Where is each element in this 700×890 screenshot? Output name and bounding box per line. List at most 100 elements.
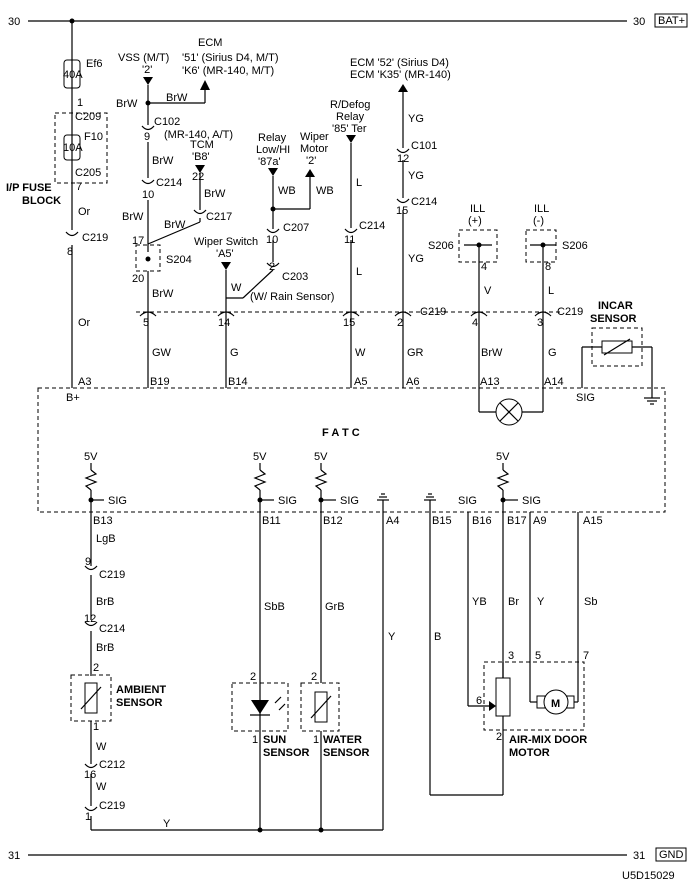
diagram-id: U5D15029 bbox=[622, 870, 675, 882]
water-box bbox=[300, 682, 340, 732]
pin-label: 2 bbox=[93, 662, 99, 674]
rail-31-left-label: 31 bbox=[8, 850, 20, 862]
connector-symbol bbox=[84, 565, 98, 571]
sig-label: SIG bbox=[278, 495, 297, 507]
fatc-pin: A5 bbox=[354, 376, 367, 388]
connector-label: C207 bbox=[283, 222, 309, 234]
rail-30-right-label: 30 bbox=[633, 16, 645, 28]
pin-label: 'A5' bbox=[216, 248, 234, 260]
connector-symbol bbox=[266, 262, 280, 268]
ecm52-label: ECM '52' (Sirius D4) bbox=[350, 57, 449, 69]
pin-label: 7 bbox=[76, 181, 82, 193]
pin-label: 20 bbox=[132, 273, 144, 285]
pin-label: 7 bbox=[583, 650, 589, 662]
wire-color: Br bbox=[508, 596, 519, 608]
wiper-motor-label: Wiper bbox=[300, 131, 329, 143]
f10-label: F10 bbox=[84, 131, 103, 143]
incar-label: INCAR bbox=[598, 300, 633, 312]
connector-label: C101 bbox=[411, 140, 437, 152]
connector-symbol bbox=[470, 311, 488, 317]
pin-label: 2 bbox=[311, 671, 317, 683]
airmix-section: YB Br Y Sb 3 5 7 6 2 M AIR-MIX DOOR MOTO… bbox=[467, 512, 597, 759]
wire-color: G bbox=[548, 347, 557, 359]
fatc-pin: B13 bbox=[93, 515, 113, 527]
pin-label: 16 bbox=[84, 769, 96, 781]
pin-label: '2' bbox=[306, 155, 316, 167]
sig-label: SIG bbox=[458, 495, 477, 507]
wire-color: YG bbox=[408, 113, 424, 125]
connector-c219-symbol bbox=[65, 231, 79, 237]
arrow-down-icon bbox=[268, 168, 278, 176]
ambient-column: LgB 9 C219 BrB 12 C214 BrB 2 AMBIENT SEN… bbox=[70, 512, 166, 830]
gnd-rail: 31 31 GND U5D15029 bbox=[8, 847, 687, 882]
wire-color: Y bbox=[537, 596, 545, 608]
pin-label: 8 bbox=[67, 246, 73, 258]
wire-color: Y bbox=[163, 818, 171, 830]
ecm-label: ECM bbox=[198, 37, 222, 49]
pin-label: 10 bbox=[142, 189, 154, 201]
connector-symbol bbox=[344, 228, 358, 234]
relay-label: Relay bbox=[258, 132, 287, 144]
connector-symbol bbox=[141, 125, 155, 131]
wiper-switch-label: Wiper Switch bbox=[194, 236, 258, 248]
ecm52-column: ECM '52' (Sirius D4) ECM 'K35' (MR-140) … bbox=[350, 57, 451, 388]
connector-symbol bbox=[193, 209, 207, 215]
arrow-down-icon bbox=[143, 77, 153, 85]
ef6-label: Ef6 bbox=[86, 58, 103, 70]
tcm-label: TCM bbox=[190, 139, 214, 151]
fatc-pin: B12 bbox=[323, 515, 343, 527]
wire-color: BrW bbox=[204, 188, 226, 200]
fatc-pin: B15 bbox=[432, 515, 452, 527]
fatc-pin: A4 bbox=[386, 515, 399, 527]
ill-section: ILL (+) S206 4 V ILL (-) S206 8 L bbox=[428, 203, 588, 388]
incar-sensor: INCAR SENSOR SIG bbox=[576, 300, 660, 405]
connector-symbol bbox=[141, 179, 155, 185]
fatc-pin: A13 bbox=[480, 376, 500, 388]
wiper-motor-label: Motor bbox=[300, 143, 328, 155]
rail-30-left-label: 30 bbox=[8, 16, 20, 28]
vss-column: VSS (M/T) '2' ECM '51' (Sirius D4, M/T) … bbox=[116, 37, 279, 388]
wire-color: V bbox=[484, 285, 492, 297]
connector-label: C205 bbox=[75, 167, 101, 179]
connector-label: C219 bbox=[420, 306, 446, 318]
pin-label: 'B8' bbox=[192, 151, 210, 163]
wire-color: Or bbox=[78, 317, 91, 329]
ip-fuse-block-box bbox=[54, 112, 108, 184]
wire-color: BrW bbox=[152, 288, 174, 300]
relay-wiper-column: Relay Low/HI '87a' WB Wiper Motor '2' WB… bbox=[194, 131, 334, 388]
bottom-pin-labels: B13 B11 B12 A4 B15 B16 B17 A9 A15 bbox=[93, 515, 603, 527]
voltage-label: 5V bbox=[84, 451, 98, 463]
arrow-down-icon bbox=[195, 165, 205, 173]
pin-label: 15 bbox=[396, 205, 408, 217]
water-label: WATER bbox=[323, 734, 362, 746]
arrow-down-icon bbox=[346, 135, 356, 143]
splice-dot bbox=[318, 827, 324, 833]
fuse-column: Ef6 40A 1 C209 F10 10A C205 7 I/P FUSE B… bbox=[6, 21, 108, 404]
pin-label: 1 bbox=[93, 721, 99, 733]
water-sensor-column: GrB 2 1 WATER SENSOR bbox=[300, 512, 370, 830]
fatc-pin: A14 bbox=[544, 376, 564, 388]
ambient-label: SENSOR bbox=[116, 697, 163, 709]
wire-color: W bbox=[96, 781, 107, 793]
connector-symbol bbox=[217, 311, 235, 317]
wire-color: BrW bbox=[164, 219, 186, 231]
arrow-up-icon bbox=[200, 80, 210, 90]
arrow-up-icon bbox=[398, 84, 408, 92]
wire-color: GW bbox=[152, 347, 172, 359]
wire-color: YG bbox=[408, 170, 424, 182]
ecm-pin-desc: '51' (Sirius D4, M/T) bbox=[182, 52, 279, 64]
wire-color: B bbox=[434, 631, 441, 643]
ecm52-label: ECM 'K35' (MR-140) bbox=[350, 69, 451, 81]
fatc-pin: B11 bbox=[262, 515, 281, 527]
gnd-tag-box bbox=[655, 847, 687, 862]
wire-color: BrB bbox=[96, 596, 114, 608]
pin-label: 1 bbox=[85, 811, 91, 823]
pin-label: 12 bbox=[397, 153, 409, 165]
connector-label: C214 bbox=[99, 623, 125, 635]
fatc-pin: B19 bbox=[150, 376, 170, 388]
fatc-pin: B14 bbox=[228, 376, 248, 388]
sig-label: SIG bbox=[522, 495, 541, 507]
bat-tag-box bbox=[654, 13, 688, 28]
resistor-icon bbox=[496, 469, 510, 491]
